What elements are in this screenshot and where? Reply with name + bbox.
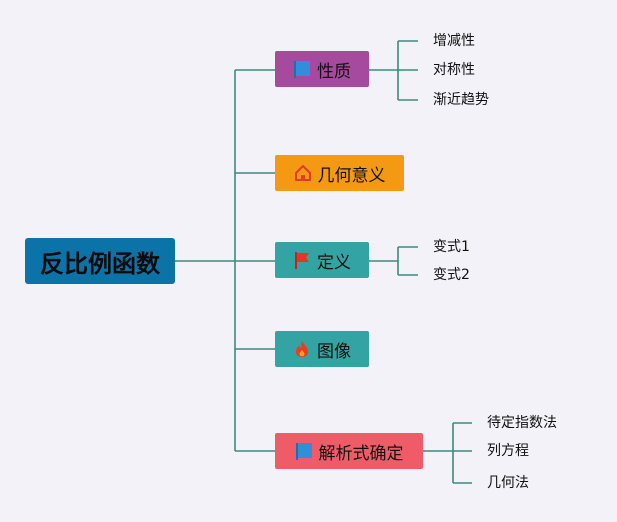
blue-square-flag-icon [295,442,313,460]
red-flag-icon [293,251,311,269]
branch-xingzhi[interactable]: 性质 [275,51,369,87]
branch-label: 图像 [317,341,351,362]
branch-label: 定义 [317,252,351,273]
leaf-zengjianxing[interactable]: 增减性 [433,33,475,49]
leaf-liefangcheng[interactable]: 列方程 [487,443,529,459]
leaf-jianjin-qushi[interactable]: 渐近趋势 [433,92,489,108]
branch-dingyi[interactable]: 定义 [275,242,369,278]
branch-label: 解析式确定 [318,443,404,464]
leaf-bianshi-1[interactable]: 变式1 [433,239,470,255]
house-icon [294,164,312,182]
branch-jihe-yiyi[interactable]: 几何意义 [275,155,404,191]
blue-square-flag-icon [293,60,311,78]
leaf-duichenxing[interactable]: 对称性 [433,62,475,78]
leaf-daiding-zhishufa[interactable]: 待定指数法 [487,415,557,431]
connector-xingzhi-children [369,40,418,101]
branch-label: 几何意义 [317,165,386,186]
branch-tuxiang[interactable]: 图像 [275,331,369,367]
connector-dingyi-children [369,246,418,276]
leaf-jihefa[interactable]: 几何法 [487,475,529,491]
leaf-bianshi-2[interactable]: 变式2 [433,267,470,283]
flame-icon [293,340,311,358]
branch-label: 性质 [317,61,351,82]
branch-jiexishi-queding[interactable]: 解析式确定 [275,433,423,469]
root-label: 反比例函数 [40,249,160,278]
root-node[interactable]: 反比例函数 [25,238,175,284]
connector-jiexi-children [423,422,472,484]
